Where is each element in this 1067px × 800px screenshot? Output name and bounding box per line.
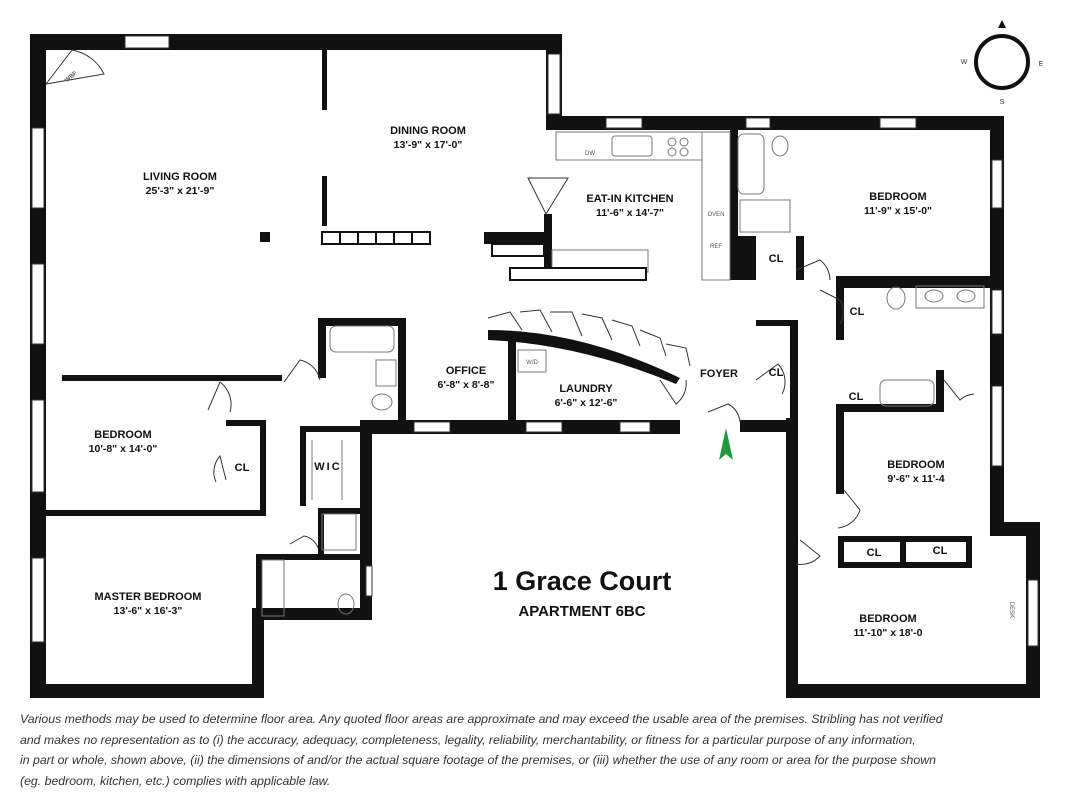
svg-text:W: W [961,59,968,66]
disclaimer-line: Various methods may be used to determine… [20,712,943,726]
bedroom-w-dims: 10'-8" x 14'-0" [89,443,158,455]
dw-label: DW [585,151,595,157]
closet-label: CL [867,547,882,559]
living-room-label: LIVING ROOM [143,171,217,183]
closet-label: CL [769,253,784,265]
closet-label: CL [769,367,784,379]
floor-plan: WBF DW OVEN REF W/D DESK LIVING ROOM 25'… [30,20,1044,698]
oven-label: OVEN [707,212,724,218]
compass-icon: W E S [961,20,1044,106]
ref-label: REF [710,244,722,250]
laundry-cabinets [487,309,691,367]
bedroom-ne-dims: 11'-9" x 15'-0" [864,205,932,217]
living-room-dims: 25'-3" x 21'-9" [146,185,215,197]
bedroom-e-label: BEDROOM [887,459,944,471]
closet-label: CL [850,306,865,318]
dining-room-dims: 13'-9" x 17'-0" [394,139,463,151]
legal-disclaimer: Various methods may be used to determine… [20,709,1050,791]
kitchen-label: EAT-IN KITCHEN [586,193,673,205]
kitchen-dims: 11'-6" x 14'-7" [596,207,664,219]
laundry-curved-wall [488,330,680,384]
entry-arrow-icon [719,428,733,460]
closet-label: CL [933,545,948,557]
property-title: 1 Grace Court [493,566,672,596]
bedroom-e-dims: 9'-6" x 11'-4 [887,473,944,485]
disclaimer-line: (eg. bedroom, kitchen, etc.) complies wi… [20,773,331,788]
desk-label: DESK [1008,602,1014,618]
apartment-subtitle: APARTMENT 6BC [518,603,645,620]
fixtures [261,131,985,617]
windows [31,35,1039,647]
wbf-label: WBF [64,70,79,84]
laundry-dims: 6'-6" x 12'-6" [555,397,618,409]
master-bedroom-label: MASTER BEDROOM [95,591,202,603]
wd-label: W/D [526,360,538,366]
svg-text:E: E [1039,61,1044,68]
bedroom-w-label: BEDROOM [94,429,151,441]
office-label: OFFICE [446,365,486,377]
master-bedroom-dims: 13'-6" x 16'-3" [114,605,183,617]
wic-label: WIC [314,461,341,473]
door-swings [44,49,975,565]
disclaimer-line: and makes no representation as to (i) th… [20,732,916,747]
bedroom-se-label: BEDROOM [859,613,916,625]
closet-label: CL [235,462,250,474]
dining-counter [321,231,647,281]
office-dims: 6'-8" x 8'-8" [438,379,495,391]
disclaimer-line: in part or whole, shown above, (ii) the … [20,753,936,767]
foyer-label: FOYER [700,368,738,380]
dining-room-label: DINING ROOM [390,125,466,137]
closet-label: CL [849,391,864,403]
svg-text:S: S [1000,99,1005,106]
bedroom-se-dims: 11'-10" x 18'-0 [854,627,923,639]
bedroom-ne-label: BEDROOM [869,191,926,203]
laundry-label: LAUNDRY [559,383,613,395]
